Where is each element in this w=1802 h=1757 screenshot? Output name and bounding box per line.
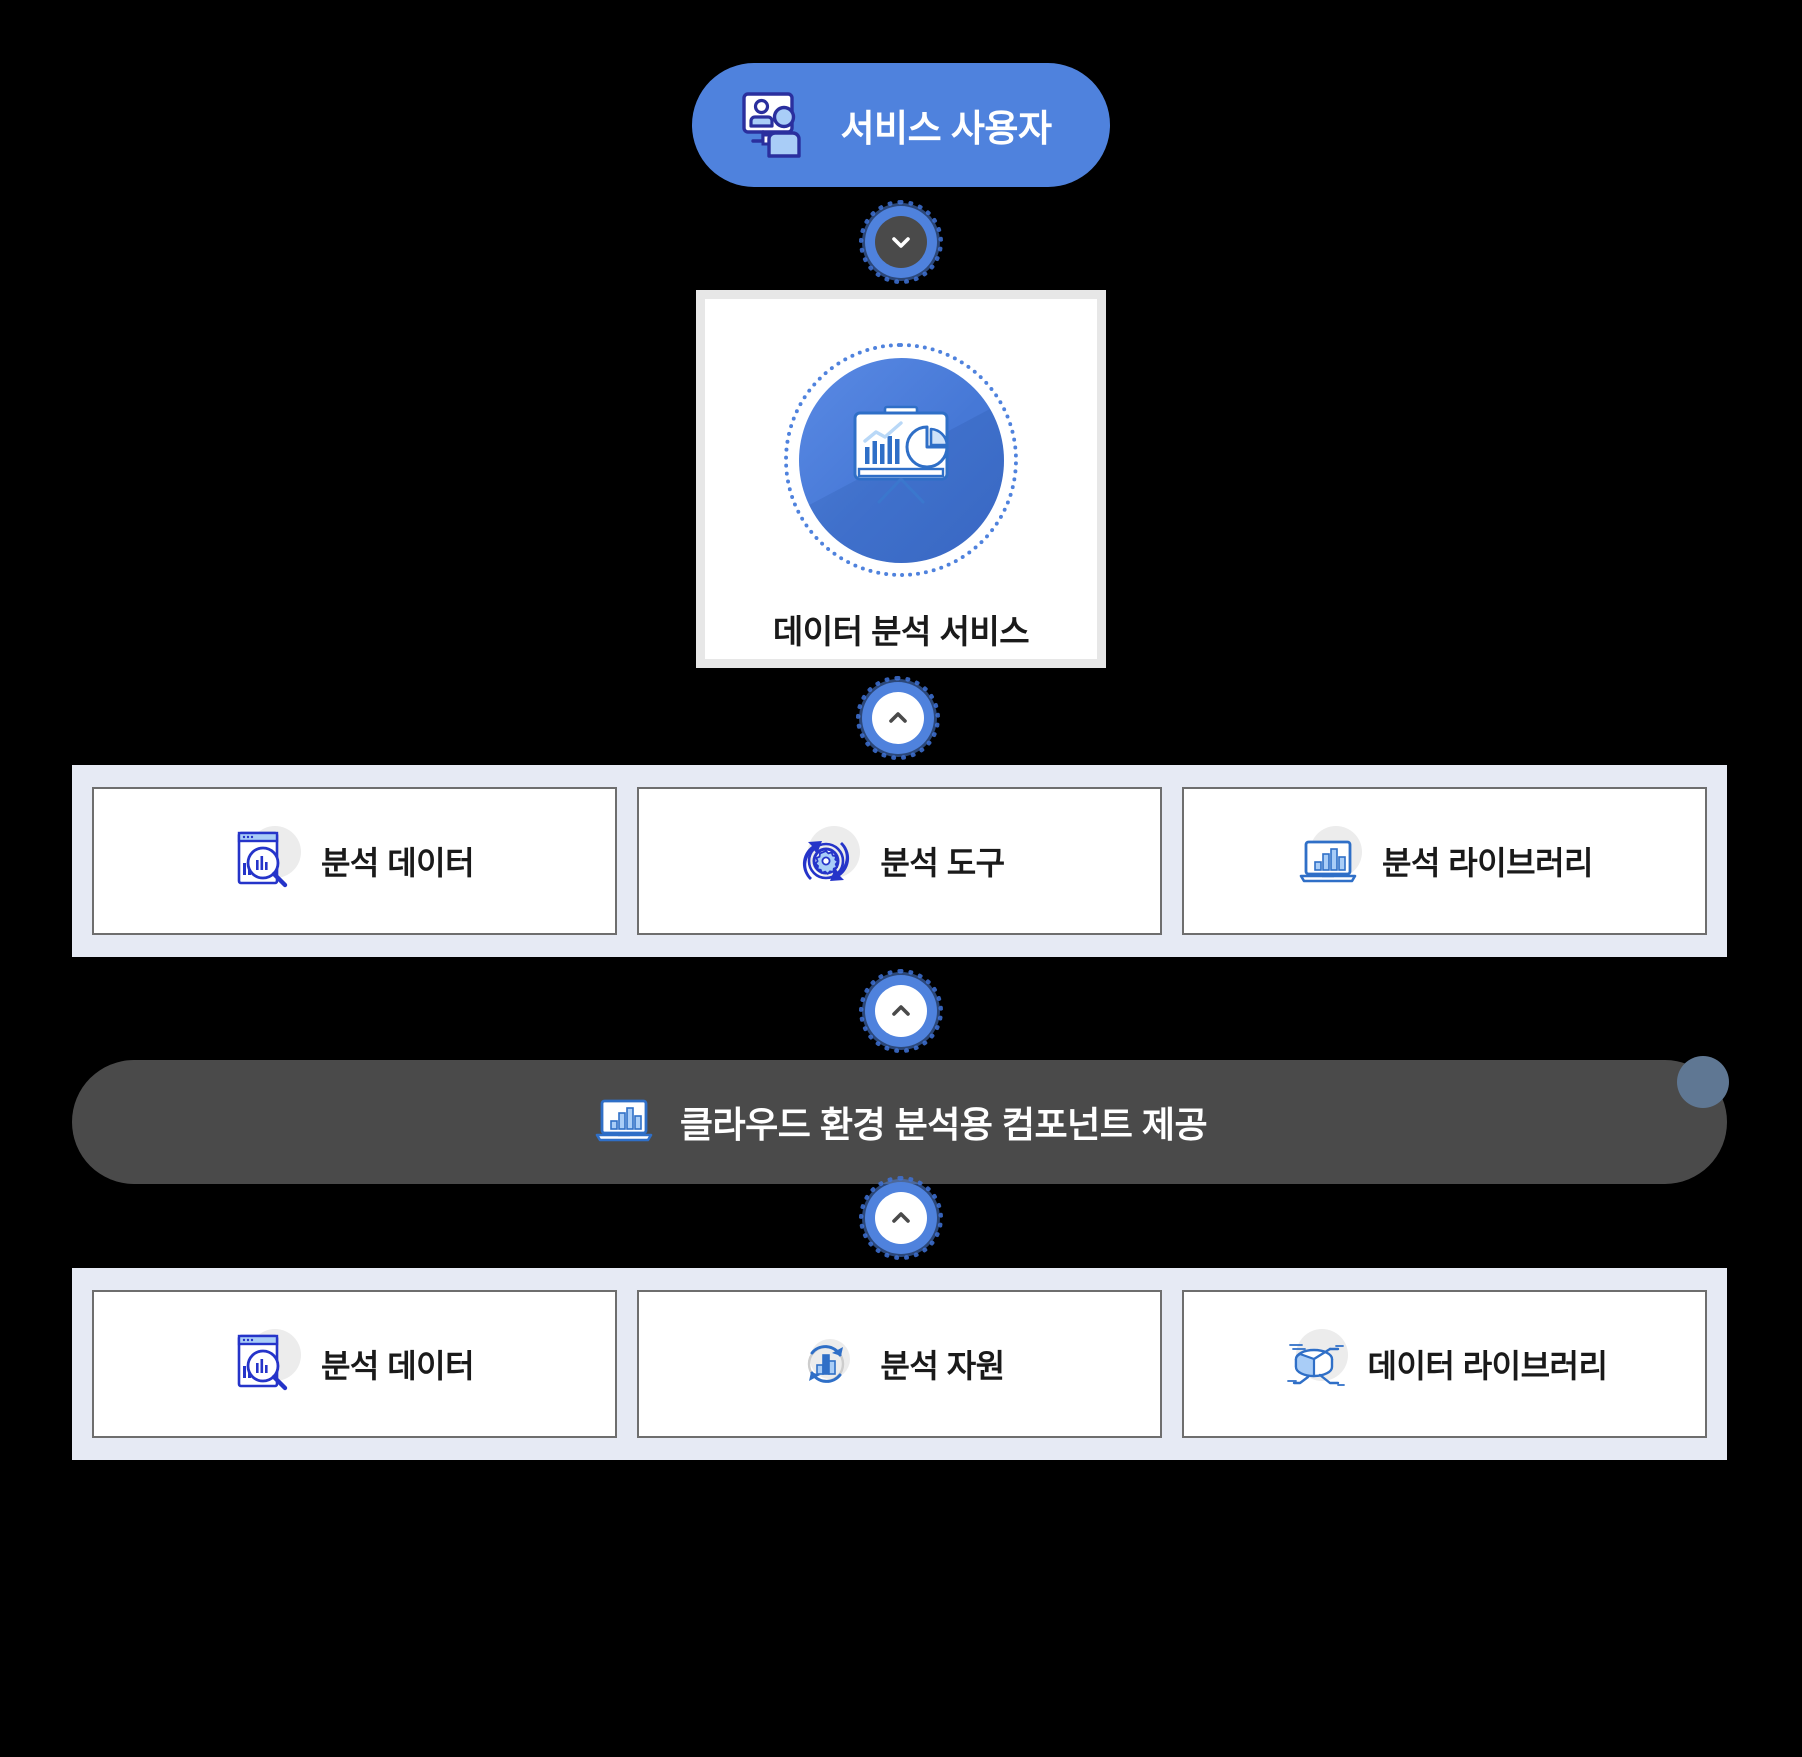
resource-layer-panel: 분석 데이터 분석 자원	[72, 1268, 1727, 1460]
tile-label: 분석 데이터	[320, 845, 475, 881]
tile-label: 분석 데이터	[320, 1348, 475, 1384]
chevron-up-icon	[875, 985, 927, 1037]
connector-ring	[856, 676, 941, 760]
tile-label: 분석 자원	[880, 1348, 1005, 1384]
connector-ring	[859, 969, 943, 1053]
service-user-pill[interactable]: 서비스 사용자	[692, 63, 1110, 187]
data-magnifier-icon	[235, 1329, 301, 1395]
tile-label: 분석 라이브러리	[1382, 845, 1593, 881]
service-card-title: 데이터 분석 서비스	[772, 613, 1030, 650]
laptop-bar-chart-icon	[1296, 826, 1362, 892]
service-badge-disc	[798, 357, 1004, 563]
connector-cloud-to-resource-layer	[0, 1176, 1802, 1260]
data-analysis-service-card[interactable]: 데이터 분석 서비스	[696, 290, 1106, 668]
tile-analysis-library[interactable]: 분석 라이브러리	[1182, 787, 1707, 935]
chevron-down-icon	[875, 216, 927, 268]
tile-data-library[interactable]: 데이터 라이브러리	[1182, 1290, 1707, 1438]
service-card-row: 데이터 분석 서비스	[0, 290, 1802, 668]
gear-cycle-icon	[794, 826, 861, 892]
connector-ring	[859, 200, 943, 284]
tile-analysis-data[interactable]: 분석 데이터	[92, 787, 617, 935]
actor-row: 서비스 사용자	[0, 63, 1802, 187]
service-user-label: 서비스 사용자	[840, 108, 1052, 149]
presentation-chart-board-icon	[845, 403, 957, 518]
tile-label: 데이터 라이브러리	[1367, 1348, 1608, 1384]
cloud-component-bar[interactable]: 클라우드 환경 분석용 컴포넌트 제공	[72, 1056, 1729, 1184]
service-layer-panel: 분석 데이터 분석 도구	[72, 765, 1727, 957]
laptop-bar-chart-icon	[592, 1056, 1729, 1156]
chevron-up-icon	[872, 692, 925, 744]
connector-service-to-service-layer: }	[0, 676, 1802, 760]
refresh-bar-chart-icon	[794, 1333, 858, 1395]
cloud-bar-label: 클라우드 환경 분석용 컴포넌트 제공	[679, 1104, 1208, 1145]
data-magnifier-icon	[235, 826, 301, 892]
tile-analysis-data-resource[interactable]: 분석 데이터	[92, 1290, 617, 1438]
connector-ring	[859, 1176, 943, 1260]
chevron-up-icon	[875, 1192, 927, 1244]
tile-label: 분석 도구	[880, 845, 1005, 881]
connector-actor-to-service	[0, 200, 1802, 284]
tile-analysis-resource[interactable]: 분석 자원	[637, 1290, 1162, 1438]
connector-service-layer-to-cloud	[0, 969, 1802, 1053]
service-badge-ring	[784, 343, 1018, 577]
pie-3d-icon	[1282, 1329, 1348, 1395]
tile-analysis-tools[interactable]: 분석 도구	[637, 787, 1162, 935]
icon-backdrop	[1677, 1056, 1729, 1108]
presentation-users-icon	[736, 86, 814, 164]
